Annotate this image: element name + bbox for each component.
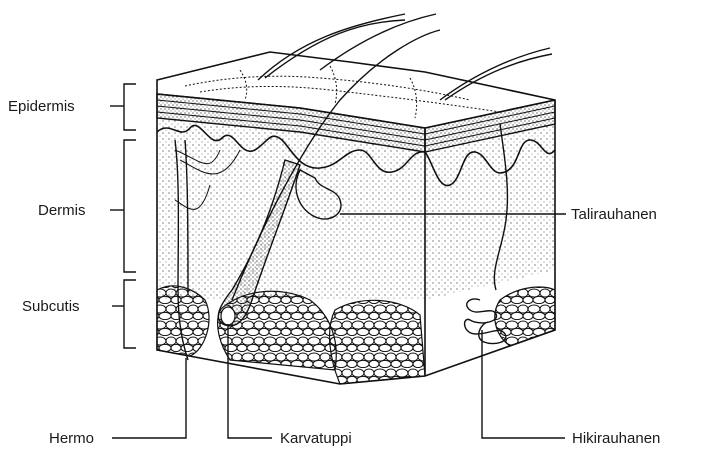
skin-block [157, 14, 555, 384]
label-epidermis: Epidermis [8, 98, 75, 115]
subcutis-fat-right [495, 287, 555, 346]
label-hermo: Hermo [49, 430, 94, 447]
label-hermo-group: Hermo [49, 358, 186, 447]
label-dermis-group: Dermis [38, 140, 136, 272]
dermis-side [425, 124, 555, 300]
label-karvatuppi: Karvatuppi [280, 430, 352, 447]
label-hikirauhanen-group: Hikirauhanen [482, 330, 660, 447]
label-talirauhanen: Talirauhanen [571, 206, 657, 223]
label-hikirauhanen: Hikirauhanen [572, 430, 660, 447]
label-epidermis-group: Epidermis [8, 84, 136, 130]
subcutis-fat-center [330, 300, 425, 384]
label-subcutis: Subcutis [22, 298, 80, 315]
label-dermis: Dermis [38, 202, 86, 219]
label-subcutis-group: Subcutis [22, 280, 136, 348]
subcutis-fat-left [157, 286, 209, 356]
